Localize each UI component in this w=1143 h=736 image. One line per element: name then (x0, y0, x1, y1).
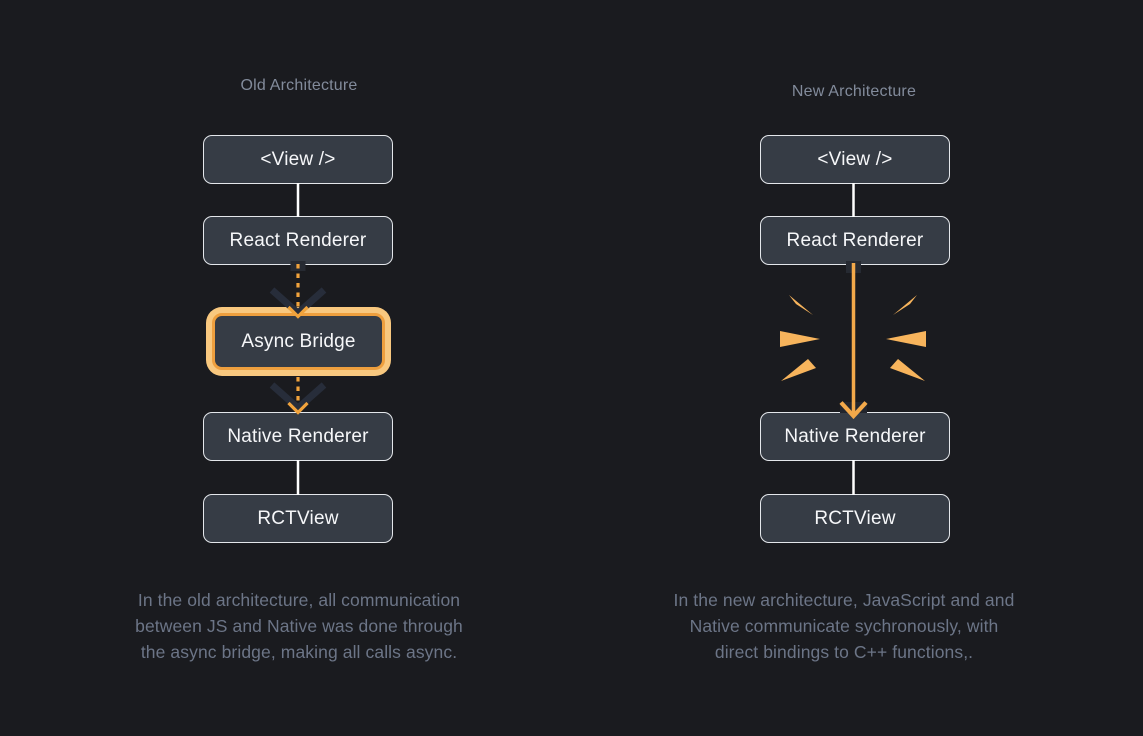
node-async-bridge: Async Bridge (212, 313, 385, 370)
caption-line: Native communicate sychronously, with (689, 616, 999, 636)
new-architecture-title: New Architecture (791, 83, 917, 100)
node-react-renderer-old: React Renderer (203, 216, 393, 265)
spark-burst-icon (886, 295, 926, 381)
caption-line: between JS and Native was done through (135, 616, 463, 636)
node-rctview-new: RCTView (760, 494, 950, 543)
dashed-arrow-down-icon (269, 264, 327, 319)
caption-line: the async bridge, making all calls async… (140, 642, 458, 662)
caption-line: In the old architecture, all communicati… (137, 590, 461, 610)
old-architecture-caption: In the old architecture, all communicati… (89, 587, 509, 665)
caption-line: In the new architecture, JavaScript and … (673, 590, 1015, 610)
node-rctview-old: RCTView (203, 494, 393, 543)
new-architecture-caption: In the new architecture, JavaScript and … (634, 587, 1054, 665)
caption-line: direct bindings to C++ functions,. (714, 642, 974, 662)
node-react-renderer-new: React Renderer (760, 216, 950, 265)
spark-burst-icon (780, 295, 820, 381)
dashed-arrow-down-icon (269, 377, 327, 415)
node-native-renderer-old: Native Renderer (203, 412, 393, 461)
solid-arrow-down-icon (839, 263, 868, 420)
old-architecture-title: Old Architecture (240, 77, 358, 94)
node-native-renderer-new: Native Renderer (760, 412, 950, 461)
node-view-old: <View /> (203, 135, 393, 184)
node-view-new: <View /> (760, 135, 950, 184)
